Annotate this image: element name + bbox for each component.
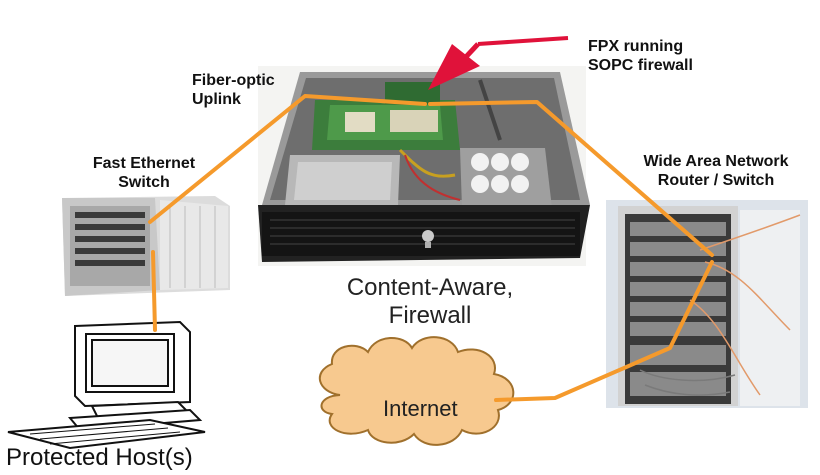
switch-label-line-1: Fast Ethernet: [92, 155, 196, 172]
wan-router-label: Wide Area Network Router / Switch: [630, 152, 802, 190]
protected-hosts-label: Protected Host(s): [6, 444, 193, 471]
computer-icon: [7, 320, 206, 450]
fiber-optic-label-line-2: Uplink: [192, 91, 241, 108]
switch-label: Fast Ethernet Switch: [78, 154, 210, 192]
fpx-label-line-2: SOPC firewall: [588, 57, 693, 74]
link-fpx-to-router: [428, 100, 714, 257]
link-router-to-internet: [494, 260, 714, 402]
link-switch-to-host: [151, 250, 157, 332]
fpx-label: FPX running SOPC firewall: [588, 37, 693, 75]
link-switch-to-fpx: [148, 94, 427, 224]
firewall-caption-line-1: Content-Aware,: [346, 274, 514, 301]
router-rack-image: [606, 200, 808, 408]
wan-router-label-line-2: Router / Switch: [657, 172, 775, 189]
fiber-optic-label: Fiber-optic Uplink: [192, 71, 275, 109]
firewall-server-image: [258, 66, 590, 266]
internet-label: Internet: [383, 396, 458, 421]
internet-cloud-icon: [318, 336, 515, 446]
fiber-optic-label-line-1: Fiber-optic: [192, 72, 275, 89]
switch-label-line-2: Switch: [118, 174, 170, 191]
switch-image: [62, 196, 230, 296]
arrow-to-fpx: [428, 36, 569, 90]
network-links: [148, 94, 714, 402]
firewall-caption-line-2: Firewall: [388, 302, 472, 329]
wan-router-label-line-1: Wide Area Network: [643, 153, 789, 170]
firewall-caption: Content-Aware, Firewall: [320, 274, 540, 330]
fpx-label-line-1: FPX running: [588, 38, 684, 55]
